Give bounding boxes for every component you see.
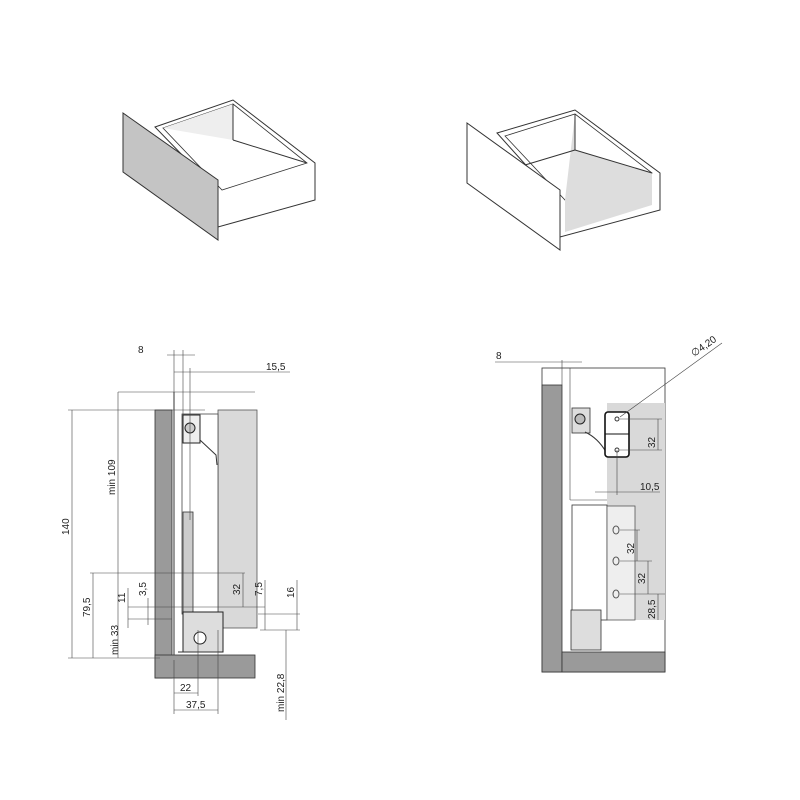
dim-3-5: 3,5 bbox=[138, 582, 149, 596]
dim-11: 11 bbox=[117, 592, 128, 603]
dim-10-5: 10,5 bbox=[640, 482, 660, 493]
dim-37-5: 37,5 bbox=[186, 700, 206, 711]
drawer-isometric-white-front bbox=[466, 109, 661, 251]
left-section-view: 8 15,5 140 min 109 79,5 11 3,5 min 33 32… bbox=[61, 345, 300, 720]
dim-8: 8 bbox=[496, 351, 502, 362]
right-section-view: 8 ∅4,20 32 10,5 32 32 28,5 bbox=[495, 334, 723, 673]
dim-min-33: min 33 bbox=[110, 625, 121, 655]
dim-32-low: 32 bbox=[637, 572, 648, 584]
dim-22: 22 bbox=[180, 683, 192, 694]
drawer-isometric-gray-front bbox=[122, 99, 316, 241]
dim-16: 16 bbox=[286, 586, 297, 598]
dim-32: 32 bbox=[232, 583, 243, 595]
dim-15-5: 15,5 bbox=[266, 362, 286, 373]
dim-min-109: min 109 bbox=[107, 459, 118, 495]
dim-min-22-8: min 22,8 bbox=[276, 673, 287, 712]
dim-28-5: 28,5 bbox=[647, 599, 658, 619]
dim-32-top: 32 bbox=[647, 436, 658, 448]
dim-8: 8 bbox=[138, 345, 144, 356]
dim-7-5: 7,5 bbox=[254, 582, 265, 596]
dim-79-5: 79,5 bbox=[82, 597, 93, 617]
dim-140: 140 bbox=[61, 518, 72, 535]
dim-32-mid: 32 bbox=[626, 542, 637, 554]
